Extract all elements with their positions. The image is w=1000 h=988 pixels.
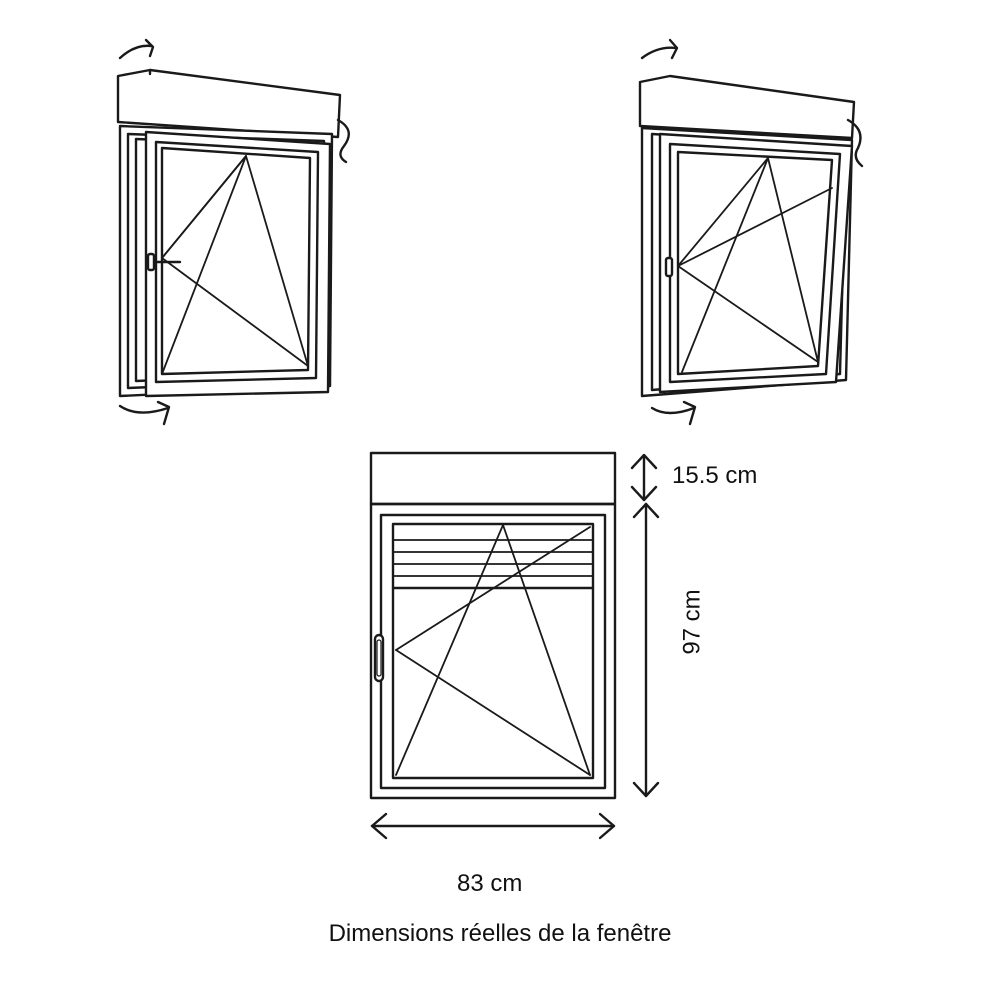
rotation-arrow-bottom-icon <box>118 400 171 426</box>
shutter-box <box>369 451 617 506</box>
opening-direction-lines <box>395 524 591 776</box>
handle-icon <box>373 633 385 683</box>
dimension-arrow-shutter-height <box>630 453 658 502</box>
rotation-arrow-bottom-icon <box>650 400 697 426</box>
shutter-box <box>116 68 350 164</box>
left-window-perspective <box>116 38 350 426</box>
caption: Dimensions réelles de la fenêtre <box>328 920 672 947</box>
right-window-perspective <box>638 38 864 426</box>
dimension-arrow-window-height <box>632 502 660 798</box>
dimension-arrow-window-width <box>370 812 616 840</box>
window-height-label: 97 cm <box>678 589 706 655</box>
shutter-box <box>638 74 864 168</box>
handle-icon <box>146 252 182 272</box>
window-sash <box>144 130 332 398</box>
shutter-height-label: 15.5 cm <box>672 462 758 489</box>
front-window-elevation <box>369 451 617 800</box>
handle-icon <box>664 256 674 278</box>
window-sash <box>658 132 854 394</box>
window-width-label: 83 cm <box>457 870 523 897</box>
window-frame <box>369 502 617 800</box>
rotation-arrow-top-icon <box>118 38 155 60</box>
rotation-arrow-top-icon <box>640 38 679 60</box>
